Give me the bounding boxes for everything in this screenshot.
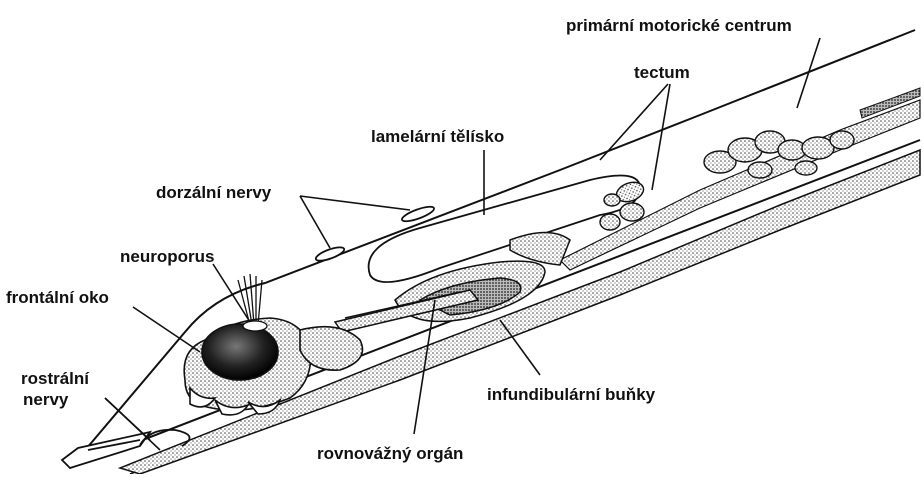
label-infundibular-cells: infundibulární buňky xyxy=(487,385,655,405)
dorsal-nerves xyxy=(314,204,435,263)
label-dorsal-nerves: dorzální nervy xyxy=(156,183,271,203)
label-rostral-nerves-line1: rostrální xyxy=(21,369,89,389)
label-neuroporus: neuroporus xyxy=(120,247,214,267)
label-balance-organ: rovnovážný orgán xyxy=(317,444,463,464)
label-tectum: tectum xyxy=(634,63,690,83)
label-rostral-nerves-line2: nervy xyxy=(23,390,68,410)
label-frontal-eye: frontální oko xyxy=(6,288,109,308)
label-lamellar-body: lamelární tělísko xyxy=(371,127,504,147)
label-primary-motor-center: primární motorické centrum xyxy=(566,16,792,36)
